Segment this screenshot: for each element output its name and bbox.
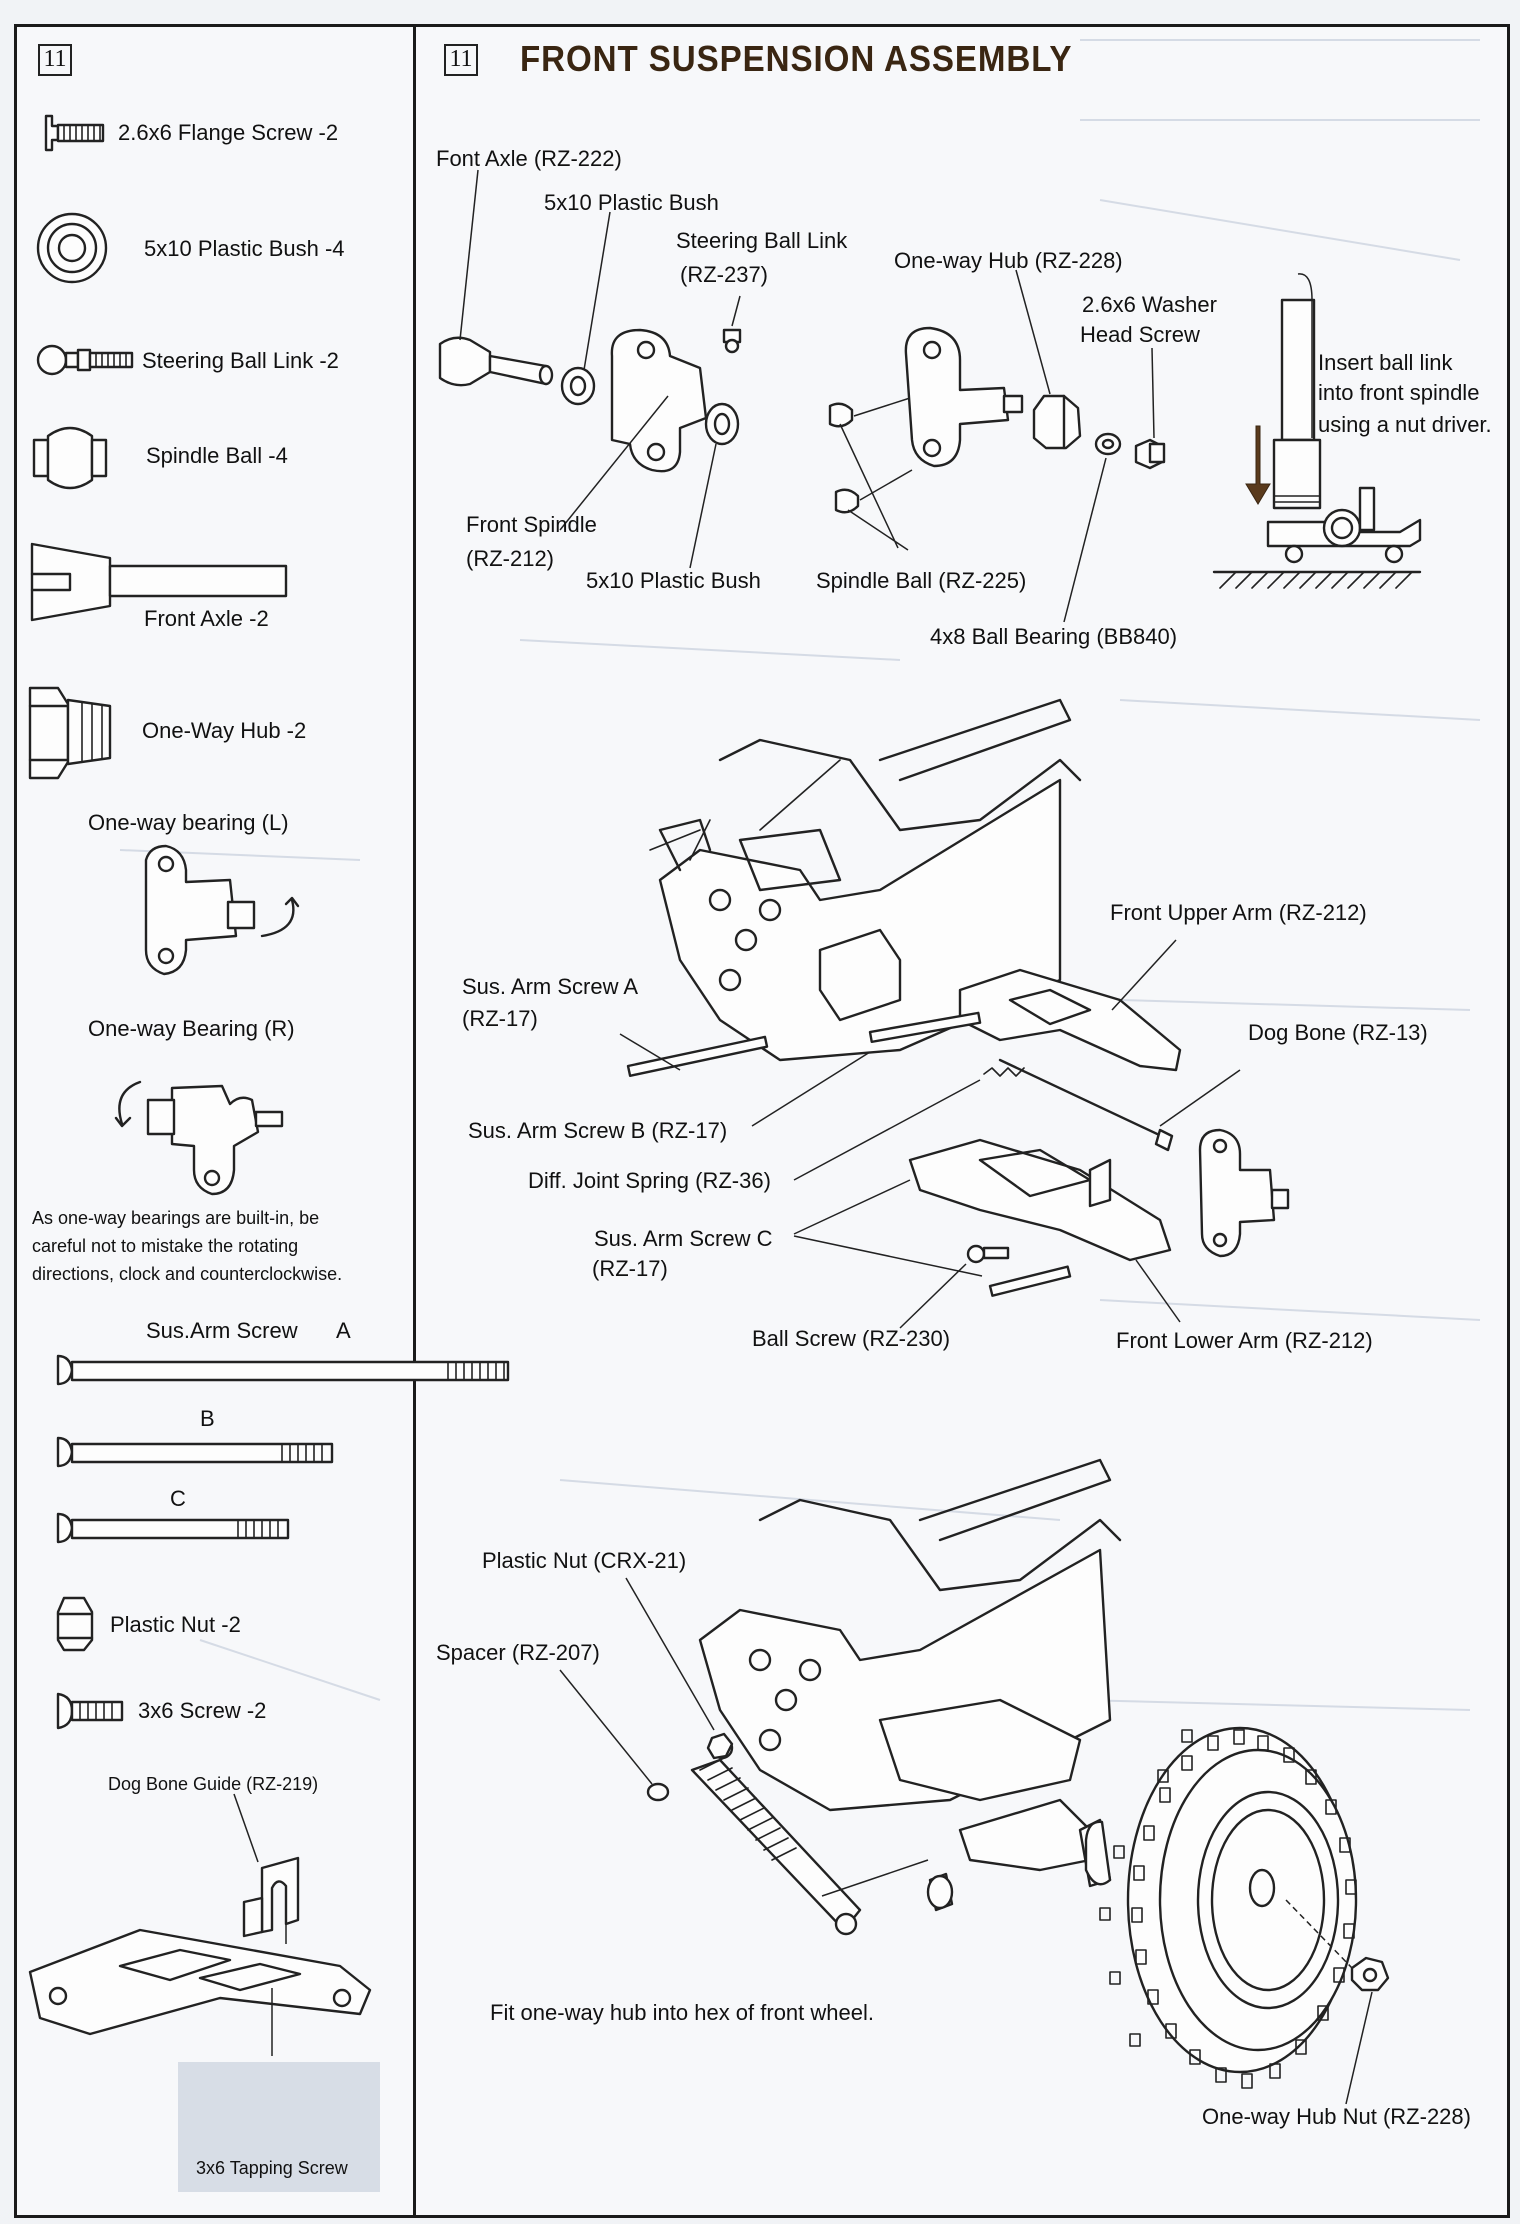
screw-a-label: A	[336, 1318, 351, 1343]
flange-screw-label: 2.6x6 Flange Screw -2	[118, 120, 339, 145]
front-axle-label: Front Axle -2	[144, 606, 269, 631]
ball-screw-label: Ball Screw (RZ-230)	[752, 1326, 951, 1351]
steering-ball-link-icon	[36, 344, 134, 376]
screw-c-label: C	[170, 1486, 186, 1511]
sus-arm-screw-b-label: Sus. Arm Screw B (RZ-17)	[468, 1118, 728, 1143]
front-lower-arm-label: Front Lower Arm (RZ-212)	[1116, 1328, 1373, 1353]
bearing-r-label: One-way Bearing (R)	[88, 1016, 295, 1041]
sus-arm-screw-b-part	[751, 1011, 982, 1127]
steering-ball-link-label-1: Steering Ball Link	[676, 228, 848, 253]
front-lower-arm-icon	[28, 1906, 372, 2056]
background-show-through	[119, 39, 1481, 1711]
dog-bone-label: Dog Bone (RZ-13)	[1248, 1020, 1428, 1045]
front-chassis-bottom	[698, 1458, 1122, 1912]
spindle-ball-top-label: Spindle Ball (RZ-225)	[816, 568, 1027, 593]
one-way-hub-nut-part	[1285, 1899, 1390, 2105]
sus-arm-screw-a-label-2: (RZ-17)	[462, 1006, 538, 1031]
dog-bone-guide-icon	[233, 1793, 300, 1938]
front-spindle-part	[559, 328, 740, 569]
ball-bearing-label: 4x8 Ball Bearing (BB840)	[930, 624, 1178, 649]
sus-arm-screw-label: Sus.Arm Screw	[146, 1318, 298, 1343]
front-axle-part	[438, 169, 554, 387]
bearing-note-line-3: directions, clock and counterclockwise.	[32, 1264, 343, 1284]
spindle-assembly-middle	[1198, 1128, 1290, 1258]
front-lower-arm-part	[908, 1138, 1181, 1323]
diff-joint-spring-label: Diff. Joint Spring (RZ-36)	[528, 1168, 771, 1193]
tapping-screw-label: 3x6 Tapping Screw	[196, 2158, 348, 2178]
front-wheel-part	[1099, 1726, 1358, 2089]
sus-arm-screw-a-part	[619, 1033, 769, 1077]
font-axle-label: Font Axle (RZ-222)	[436, 146, 622, 171]
screw-3x6-label: 3x6 Screw -2	[138, 1698, 267, 1723]
front-upper-arm-label: Front Upper Arm (RZ-212)	[1110, 900, 1367, 925]
column-divider	[413, 24, 416, 2218]
one-way-hub-spindle-part	[904, 326, 1024, 468]
bearing-note-line-1: As one-way bearings are built-in, be	[32, 1208, 320, 1228]
spindle-ball-label: Spindle Ball -4	[146, 443, 288, 468]
plastic-bush-top-label: 5x10 Plastic Bush	[544, 190, 719, 215]
fit-hub-note: Fit one-way hub into hex of front wheel.	[490, 2000, 874, 2025]
one-way-bearing-l-icon	[144, 844, 300, 976]
insert-note-line-1: Insert ball link	[1318, 350, 1453, 375]
screw-3x6-icon	[56, 1692, 124, 1730]
tapping-screw-note	[178, 2062, 380, 2192]
front-upper-arm-part	[958, 939, 1182, 1072]
dog-bone-guide-label: Dog Bone Guide (RZ-219)	[108, 1774, 319, 1794]
main-step-number: 11	[444, 44, 478, 76]
sus-arm-screw-c-icon	[56, 1512, 290, 1544]
bearing-l-label: One-way bearing (L)	[88, 810, 289, 835]
front-axle-icon	[30, 542, 288, 622]
plastic-bush-bottom-label: 5x10 Plastic Bush	[586, 568, 761, 593]
bearing-note-line-2: careful not to mistake the rotating	[32, 1236, 299, 1256]
plastic-nut-label: Plastic Nut -2	[110, 1612, 241, 1637]
spacer-part	[559, 1669, 670, 1802]
page-title: FRONT SUSPENSION ASSEMBLY	[520, 38, 1073, 79]
plastic-bush-label: 5x10 Plastic Bush -4	[144, 236, 345, 261]
one-way-bearing-r-icon	[114, 1080, 284, 1196]
left-step-number: 11	[38, 44, 72, 76]
spindle-ball-icon	[32, 426, 108, 490]
diff-joint-spring-part	[793, 1067, 1025, 1181]
one-way-hub-icon	[28, 686, 112, 780]
nut-driver-inset	[1212, 273, 1422, 589]
washer-screw-label-2: Head Screw	[1080, 322, 1200, 347]
sus-arm-screw-b-icon	[56, 1436, 334, 1468]
sus-arm-screw-c-label-2: (RZ-17)	[592, 1256, 668, 1281]
insert-note-line-3: using a nut driver.	[1318, 412, 1492, 437]
ball-bearing-part	[1063, 432, 1122, 623]
washer-head-screw-part	[1134, 347, 1166, 470]
plastic-bush-top-part	[560, 211, 611, 406]
plastic-bush-icon	[36, 212, 108, 284]
one-way-hub-part	[1015, 269, 1082, 450]
steering-ball-link-label-2: (RZ-237)	[680, 262, 769, 287]
plastic-nut-icon	[56, 1596, 94, 1652]
sus-arm-screw-c-label-1: Sus. Arm Screw C	[594, 1226, 773, 1251]
front-spindle-label-1: Front Spindle	[466, 512, 597, 537]
plastic-nut-bottom-part	[625, 1577, 734, 1760]
spacer-label: Spacer (RZ-207)	[436, 1640, 600, 1665]
one-way-hub-top-label: One-way Hub (RZ-228)	[894, 248, 1123, 273]
flange-screw-icon	[44, 114, 105, 152]
sus-arm-screw-c-part	[793, 1179, 1072, 1297]
dog-bone-part	[998, 1058, 1241, 1152]
steering-ball-link-label: Steering Ball Link -2	[142, 348, 339, 373]
washer-screw-label-1: 2.6x6 Washer	[1082, 292, 1217, 317]
screw-b-label: B	[200, 1406, 215, 1431]
sus-arm-screw-a-label-1: Sus. Arm Screw A	[462, 974, 639, 999]
shock-absorber-part	[690, 1736, 929, 1936]
spindle-balls-part	[828, 397, 913, 551]
plastic-nut-bottom-label: Plastic Nut (CRX-21)	[482, 1548, 687, 1573]
hub-nut-label: One-way Hub Nut (RZ-228)	[1202, 2104, 1471, 2129]
sus-arm-screw-a-icon	[56, 1354, 510, 1386]
ball-screw-part	[899, 1244, 1010, 1329]
steering-ball-link-part	[722, 295, 742, 354]
front-spindle-label-2: (RZ-212)	[466, 546, 555, 571]
one-way-hub-label: One-Way Hub -2	[142, 718, 307, 743]
insert-note-line-2: into front spindle	[1318, 380, 1480, 405]
